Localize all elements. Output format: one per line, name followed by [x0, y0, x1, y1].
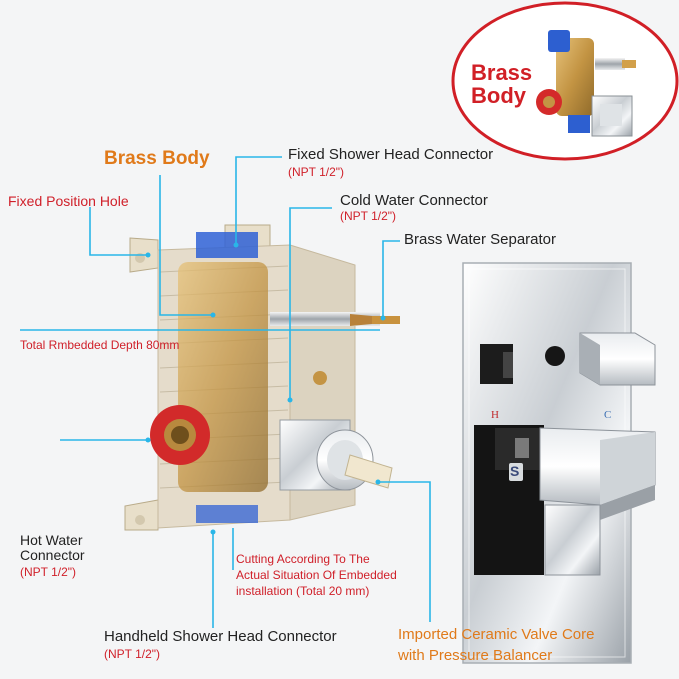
label-fixed-shower-head-spec: (NPT 1/2"): [288, 165, 345, 179]
label-ceramic-1: Imported Ceramic Valve Core: [398, 626, 595, 643]
valve-body: [124, 224, 400, 531]
valve-handle: [539, 427, 656, 576]
label-cutting-2: Actual Situation Of Embedded: [236, 568, 397, 582]
label-handheld-spec: (NPT 1/2"): [104, 647, 161, 661]
trim-cold-mark: C: [604, 409, 612, 421]
trim-logo: S: [510, 463, 520, 479]
label-cold-water-spec: (NPT 1/2"): [340, 209, 397, 223]
hot-inlet: [150, 405, 210, 465]
label-hot-water-spec: (NPT 1/2"): [20, 565, 77, 579]
label-cold-water: Cold Water Connector: [340, 192, 488, 209]
diverter-knob: [579, 332, 656, 386]
label-brass-body: Brass Body: [104, 148, 210, 169]
label-hot-water-2: Connector: [20, 547, 85, 563]
label-total-depth: Total Rmbedded Depth 80mm: [20, 338, 180, 352]
label-brass-separator: Brass Water Separator: [404, 231, 556, 248]
inset-oval: [451, 1, 679, 161]
label-fixed-position-hole: Fixed Position Hole: [8, 193, 129, 209]
inset-label-body: Body: [471, 83, 526, 108]
trim-plate: [462, 262, 656, 664]
label-cutting-3: installation (Total 20 mm): [236, 584, 370, 598]
valve-cartridge: [279, 419, 393, 491]
label-cutting-1: Cutting According To The: [236, 552, 370, 566]
callout-lines: [20, 156, 431, 628]
separator-rod: [270, 312, 400, 326]
label-ceramic-2: with Pressure Balancer: [398, 647, 553, 664]
label-handheld: Handheld Shower Head Connector: [104, 628, 337, 645]
label-fixed-shower-head: Fixed Shower Head Connector: [288, 146, 494, 163]
trim-hot-mark: H: [491, 409, 499, 421]
inset-label-brass: Brass: [471, 60, 533, 85]
label-hot-water-1: Hot Water: [20, 532, 83, 548]
